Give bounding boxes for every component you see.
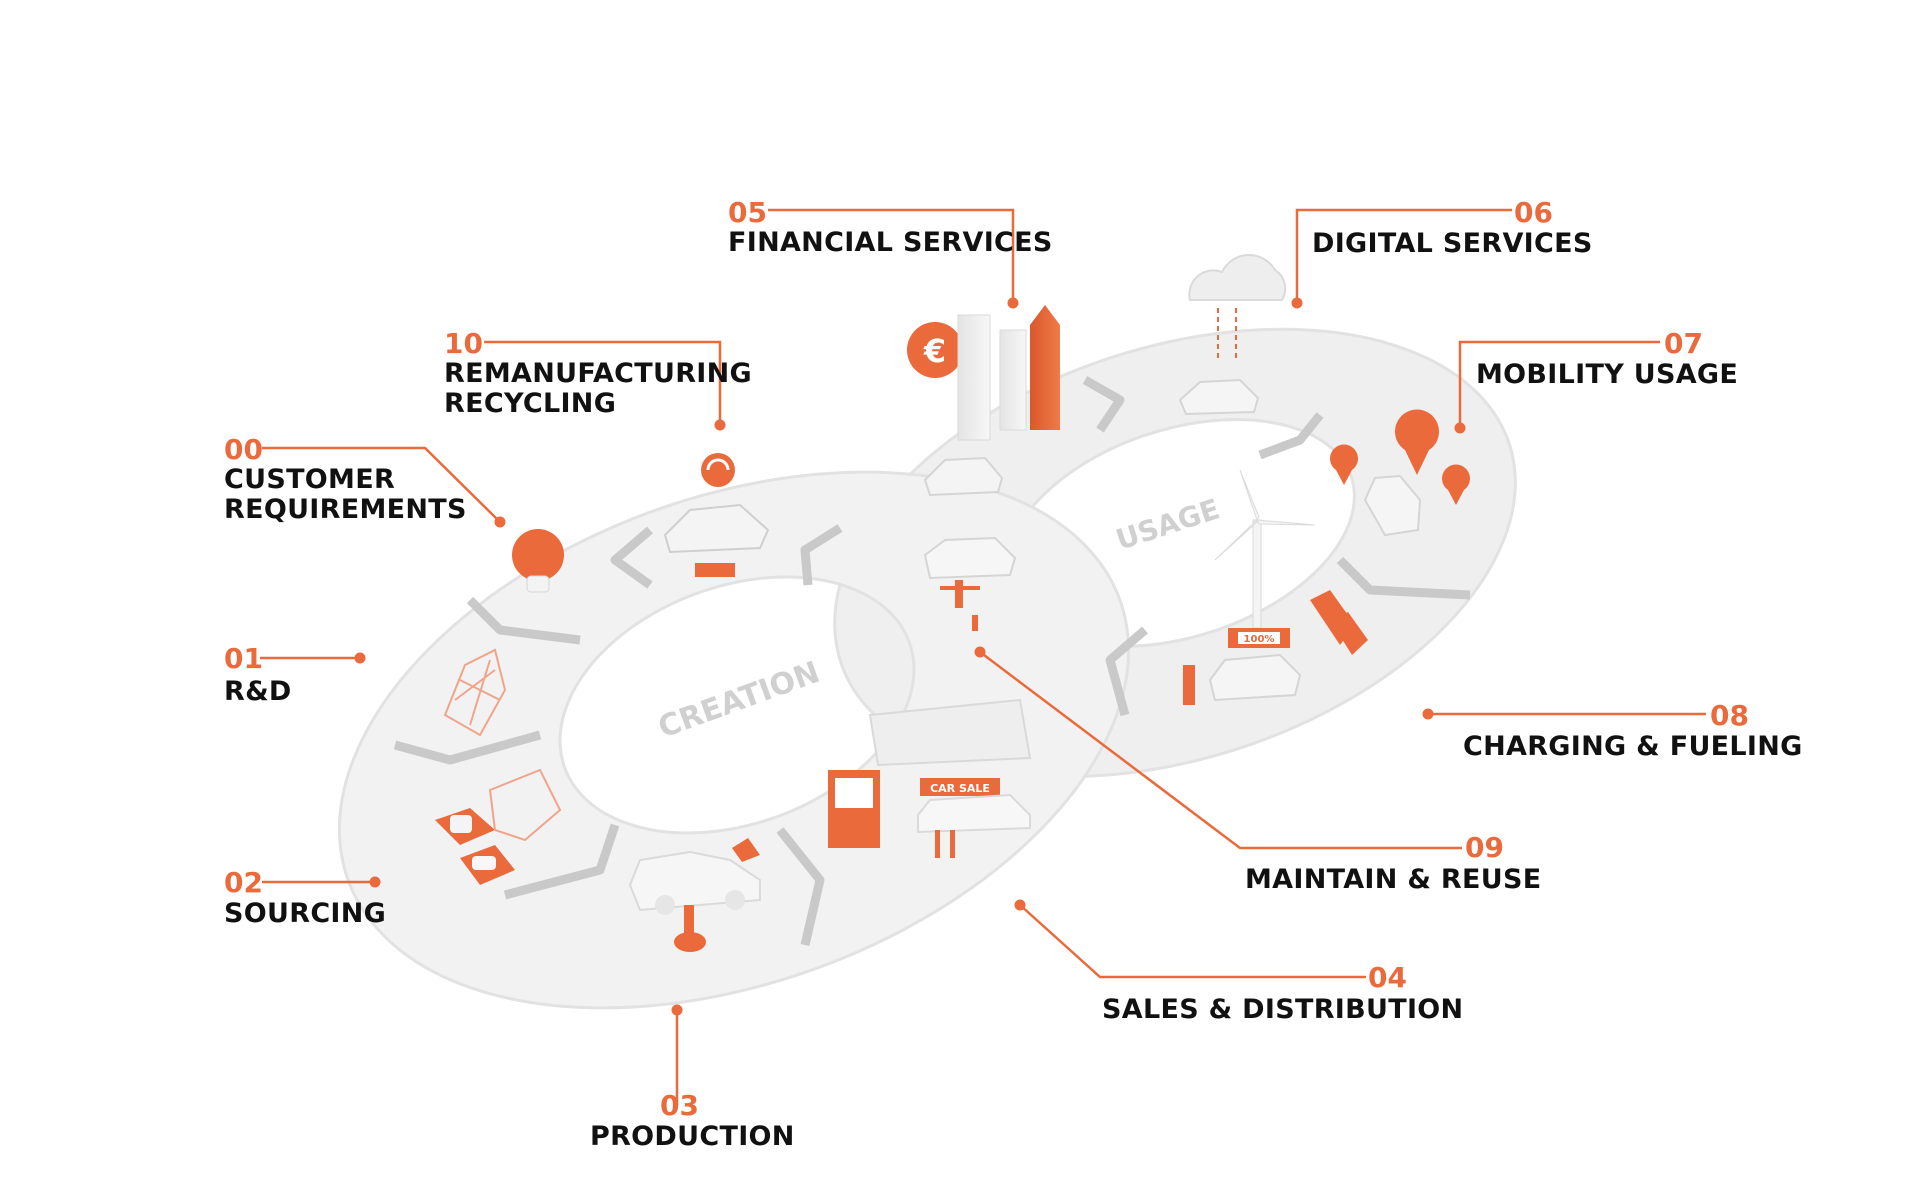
step-07-callout: 07 MOBILITY USAGE — [1476, 327, 1738, 390]
chevron-icon — [1258, 412, 1324, 460]
leader-line-09 — [979, 651, 1462, 850]
usage-chevrons — [1082, 376, 1471, 717]
step-number: 04 — [1368, 961, 1407, 994]
leader-dot-07 — [1454, 422, 1466, 434]
leader-dot-08 — [1422, 708, 1434, 720]
callouts: 00 CUSTOMER REQUIREMENTS 01 R&D 02 SOURC… — [224, 196, 1803, 1152]
leader-dot-10 — [714, 419, 726, 431]
figure-eight-track: CREATION USAGE — [337, 327, 1517, 1010]
step-label-line-1: DIGITAL SERVICES — [1312, 228, 1593, 259]
sourcing-parts-icon — [435, 768, 562, 885]
step-label-line-1: FINANCIAL SERVICES — [728, 227, 1053, 258]
step-label-line-1: SALES & DISTRIBUTION — [1102, 994, 1463, 1025]
financial-buildings-icon: € — [907, 305, 1060, 497]
leader-line-00 — [262, 446, 501, 523]
step-label-line-1: REMANUFACTURING — [444, 358, 752, 389]
leader-dot-09 — [974, 646, 986, 658]
usage-ring-label: USAGE — [1112, 492, 1224, 556]
chevron-icon — [1105, 626, 1148, 717]
step-number: 07 — [1664, 327, 1703, 360]
leader-dot-04 — [1014, 899, 1026, 911]
chevron-icon — [1082, 376, 1125, 433]
step-09-callout: 09 MAINTAIN & REUSE — [1245, 831, 1541, 895]
step-label-line-1: MAINTAIN & REUSE — [1245, 864, 1541, 895]
chevron-icon — [610, 526, 653, 589]
illustrations: CAR SALE € — [435, 254, 1470, 952]
chevron-icon — [800, 524, 843, 586]
step-02-callout: 02 SOURCING — [224, 866, 386, 929]
step-number: 08 — [1710, 699, 1749, 732]
step-08-callout: 08 CHARGING & FUELING — [1463, 699, 1803, 762]
step-label-line-2: RECYCLING — [444, 388, 616, 419]
step-label-line-1: MOBILITY USAGE — [1476, 359, 1738, 390]
euro-symbol: € — [923, 332, 946, 370]
step-label-line-1: R&D — [224, 676, 292, 707]
step-number: 05 — [728, 196, 767, 229]
charging-station-icon: 100% — [1183, 628, 1302, 705]
leader-dot-02 — [369, 876, 381, 888]
step-00-callout: 00 CUSTOMER REQUIREMENTS — [224, 433, 467, 525]
step-10-callout: 10 REMANUFACTURING RECYCLING — [444, 327, 752, 419]
mobility-pins-icon — [1330, 409, 1470, 537]
leader-line-07 — [1458, 340, 1660, 428]
solar-panel-icon — [1310, 590, 1368, 655]
chevron-icon — [466, 596, 581, 645]
leader-dot-05 — [1007, 297, 1019, 309]
leader-dot-03 — [671, 1004, 683, 1016]
step-number: 10 — [444, 327, 483, 360]
step-06-callout: 06 DIGITAL SERVICES — [1312, 196, 1593, 259]
step-label-line-1: CHARGING & FUELING — [1463, 731, 1803, 762]
step-number: 00 — [224, 433, 263, 466]
production-car-icon — [628, 850, 761, 915]
prototype-car-icon — [443, 648, 507, 737]
leader-dot-06 — [1291, 297, 1303, 309]
step-number: 02 — [224, 866, 263, 899]
leader-line-04 — [1019, 904, 1366, 979]
step-03-callout: 03 PRODUCTION — [590, 1089, 795, 1152]
step-label-line-1: CUSTOMER — [224, 464, 395, 495]
lightbulb-icon — [512, 529, 564, 593]
robot-arm-icon — [674, 838, 760, 952]
car-lift-icon — [923, 536, 1017, 631]
creation-ring-label: CREATION — [654, 655, 825, 746]
chevron-icon — [393, 730, 542, 765]
step-number: 09 — [1465, 831, 1504, 864]
car-sale-sign: CAR SALE — [930, 782, 990, 795]
step-number: 01 — [224, 642, 263, 675]
car-sale-stand-icon: CAR SALE — [828, 698, 1032, 858]
creation-ring — [337, 470, 1131, 1010]
step-04-callout: 04 SALES & DISTRIBUTION — [1102, 961, 1463, 1025]
cloud-icon — [1178, 254, 1287, 416]
step-01-callout: 01 R&D — [224, 642, 292, 707]
leader-line-06 — [1295, 208, 1512, 303]
step-05-callout: 05 FINANCIAL SERVICES — [728, 196, 1053, 258]
chevron-icon — [1336, 556, 1471, 600]
leader-dot-01 — [354, 652, 366, 664]
leader-line-10 — [484, 340, 722, 425]
creation-chevrons — [393, 524, 843, 947]
step-number: 03 — [660, 1089, 699, 1122]
step-number: 06 — [1514, 196, 1553, 229]
leader-line-05 — [768, 208, 1015, 303]
recycling-car-icon — [663, 453, 770, 577]
step-label-line-1: SOURCING — [224, 898, 386, 929]
battery-badge: 100% — [1244, 634, 1275, 645]
chevron-icon — [503, 823, 620, 900]
wind-turbine-icon — [1214, 469, 1316, 629]
chevron-icon — [776, 827, 825, 947]
callout-leaders — [260, 208, 1706, 1105]
step-label-line-2: REQUIREMENTS — [224, 494, 467, 525]
leader-dot-00 — [494, 516, 506, 528]
step-label-line-1: PRODUCTION — [590, 1121, 795, 1152]
